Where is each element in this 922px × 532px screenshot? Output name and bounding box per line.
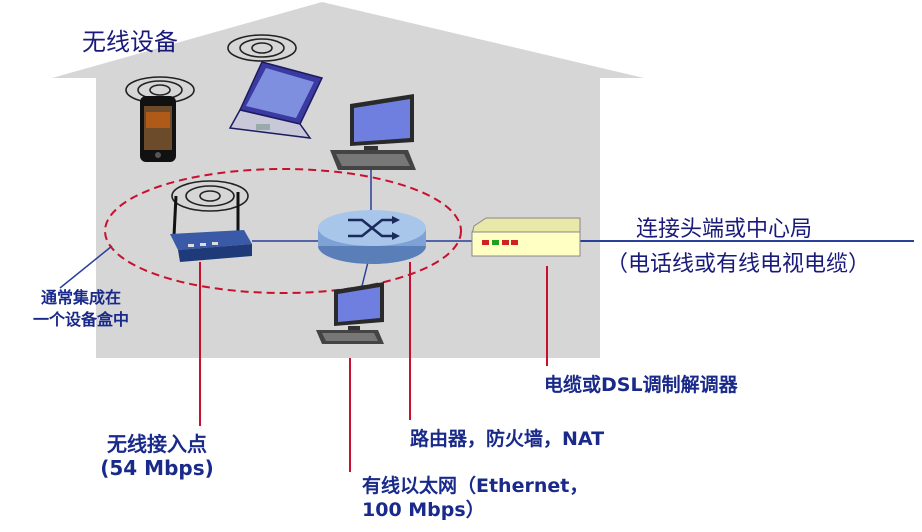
integrated-label-line1: 通常集成在 (40, 288, 121, 307)
integrated-pointer (59, 245, 113, 289)
access-point-label: 无线接入点 (54 Mbps) (92, 432, 222, 480)
modem-label: 电缆或DSL调制解调器 (544, 374, 738, 396)
ethernet-label-line2: 100 Mbps） (362, 499, 485, 521)
laptop-icon (227, 34, 324, 139)
router-label: 路由器，防火墙，NAT (410, 428, 605, 450)
ethernet-label: 有线以太网（Ethernet， 100 Mbps） (362, 474, 588, 522)
wifi-signal-icon (171, 180, 249, 212)
integration-ellipse (104, 168, 462, 294)
house-title: 无线设备 (82, 28, 178, 56)
wireless-router-icon (170, 180, 252, 262)
integrated-label-line2: 一个设备盒中 (32, 310, 129, 329)
wifi-signal-icon (227, 34, 297, 62)
router-icon (318, 210, 426, 264)
access-point-label-line2: (54 Mbps) (100, 456, 214, 480)
smartphone-icon (125, 76, 195, 162)
integrated-label: 通常集成在 一个设备盒中 (6, 287, 156, 331)
ethernet-label-line1: 有线以太网（Ethernet， (362, 475, 589, 497)
desktop-computer-icon (316, 282, 384, 344)
desktop-computer-icon (330, 94, 416, 170)
access-point-label-line1: 无线接入点 (107, 432, 207, 456)
headend-label-line1: 连接头端或中心局 (636, 217, 813, 242)
headend-label-line2: （电话线或有线电视电缆） (606, 252, 871, 277)
router-pc2-link (361, 261, 369, 287)
modem-icon (471, 217, 581, 257)
